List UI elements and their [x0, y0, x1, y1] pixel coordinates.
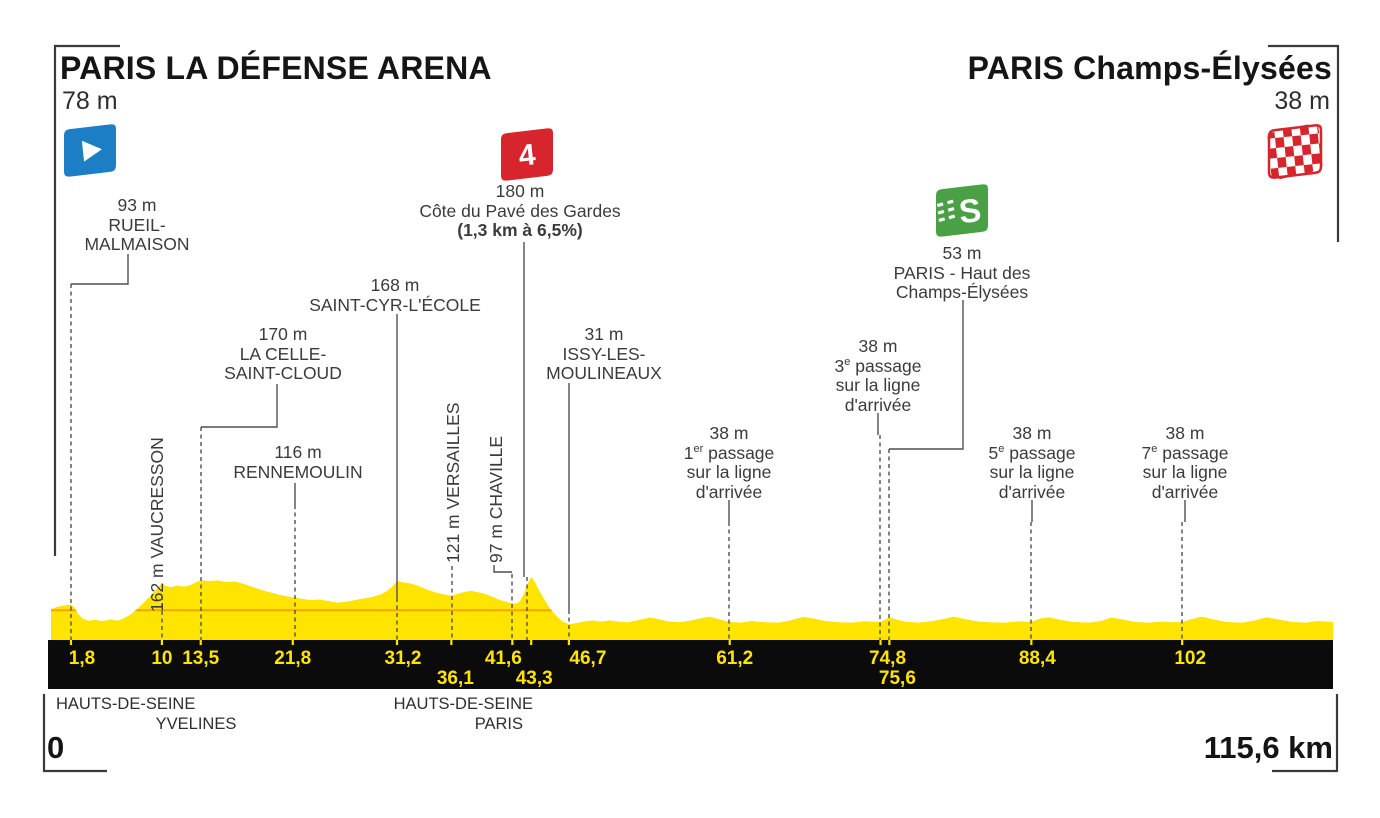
km-tick-chaville [511, 640, 514, 645]
km-number-p5: 88,4 [1019, 648, 1056, 669]
start-flag-icon [64, 124, 116, 177]
km-tick-p5 [1030, 640, 1033, 645]
finish-flag-icon [1266, 122, 1324, 181]
bracket-bottom-left [42, 694, 107, 773]
sprint-flag-icon: S [936, 184, 988, 237]
km-tick-issy [567, 640, 571, 645]
waypoint-label-versailles: 121 m VERSAILLES [443, 402, 463, 564]
bracket-top-right [1268, 44, 1340, 242]
km-number-rueil: 1,8 [69, 648, 95, 669]
bracket-bottom-right [1272, 694, 1339, 773]
start-elevation: 78 m [62, 87, 118, 115]
km-tick-p7 [1181, 640, 1184, 645]
finish-title: PARIS Champs-Élysées [967, 50, 1332, 86]
connector-line-rueil [71, 254, 129, 285]
km-number-lacelle: 13,5 [182, 648, 219, 669]
connector-line-lacelle [201, 384, 278, 428]
total-distance: 115,6 km [1203, 730, 1333, 765]
km-number-sprint: 75,6 [879, 668, 916, 689]
region-paris: PARIS [474, 715, 523, 733]
bracket-top-left [53, 44, 120, 556]
km-number-p7: 102 [1174, 648, 1206, 669]
km-tick-p1 [728, 640, 731, 645]
km-tick-rennemoulin [291, 640, 294, 645]
connector-line-sprint [889, 300, 964, 450]
region-hauts-de-seine-right: HAUTS-DE-SEINE [393, 695, 533, 713]
km-tick-vaucresson [160, 640, 163, 645]
km-tick-stcyr [395, 640, 399, 645]
km-number-p1: 61,2 [716, 648, 753, 669]
svg-text:S: S [957, 191, 983, 230]
km-tick-p3 [879, 640, 882, 645]
km-tick-climb [530, 640, 533, 645]
svg-text:4: 4 [517, 138, 537, 173]
km-number-vaucresson: 10 [151, 648, 172, 669]
finish-elevation: 38 m [1274, 87, 1330, 115]
km-tick-versailles [450, 640, 453, 645]
region-yvelines: YVELINES [155, 715, 237, 733]
km-number-climb: 43,3 [516, 668, 553, 689]
km-number-issy: 46,7 [569, 648, 606, 669]
km-number-versailles: 36,1 [437, 668, 474, 689]
km-number-chaville: 41,6 [485, 648, 522, 669]
km-tick-sprint [888, 640, 891, 645]
km-tick-rueil [69, 640, 73, 645]
km-tick-lacelle [199, 640, 202, 645]
start-km: 0 [47, 730, 65, 765]
km-number-p3: 74,8 [869, 648, 906, 669]
region-hauts-de-seine-left: HAUTS-DE-SEINE [56, 695, 196, 713]
elevation-profile-area [51, 577, 1333, 640]
waypoint-label-vaucresson: 162 m VAUCRESSON [147, 437, 167, 612]
category-4-flag-icon: 4 [501, 128, 553, 181]
start-title: PARIS LA DÉFENSE ARENA [60, 50, 492, 86]
km-number-rennemoulin: 21,8 [274, 648, 311, 669]
waypoint-label-chaville: 97 m CHAVILLE [486, 435, 506, 563]
km-bar [48, 640, 1333, 689]
km-number-stcyr: 31,2 [385, 648, 422, 669]
connector-line-chaville [493, 565, 512, 573]
